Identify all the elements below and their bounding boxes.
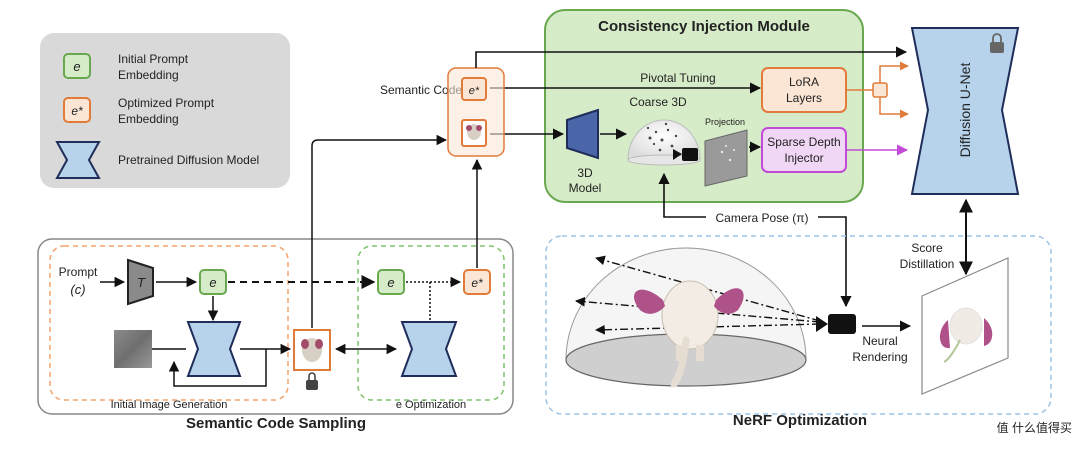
svg-text:Embedding: Embedding — [118, 112, 179, 126]
diffusion-unet: Diffusion U-Net — [910, 27, 1020, 195]
svg-text:Prompt: Prompt — [59, 265, 98, 279]
svg-text:Distillation: Distillation — [900, 257, 955, 271]
svg-text:e: e — [73, 59, 80, 74]
svg-text:Rendering: Rendering — [852, 350, 907, 364]
noise-image — [114, 330, 152, 368]
semantic-code: Semantic Code s e* — [380, 67, 505, 157]
svg-text:Injector: Injector — [784, 151, 823, 165]
legend-pretrained-model: Pretrained Diffusion Model — [55, 141, 259, 179]
svg-text:e*: e* — [471, 276, 483, 290]
sampling-title: Semantic Code Sampling — [186, 415, 366, 432]
optimized-embedding-e-star: e* — [463, 269, 491, 295]
pivotal-tuning-label: Pivotal Tuning — [640, 71, 715, 85]
semantic-code-label: Semantic Code — [380, 83, 462, 97]
svg-text:e: e — [387, 275, 394, 290]
camera-icon — [816, 314, 856, 334]
svg-text:e*: e* — [469, 85, 480, 97]
diffusion-model-generation — [186, 321, 242, 377]
initial-embedding-e: e — [199, 269, 227, 295]
semantic-code-sampling: Prompt (c) T e e e* — [37, 134, 514, 432]
rendered-view — [921, 257, 1009, 395]
svg-text:Pretrained Diffusion Model: Pretrained Diffusion Model — [118, 153, 259, 167]
svg-text:Projection: Projection — [705, 117, 745, 127]
generated-image — [293, 329, 331, 371]
svg-text:Score: Score — [911, 241, 943, 255]
lora-connector — [846, 61, 909, 119]
svg-text:Model: Model — [569, 181, 602, 195]
svg-text:Diffusion U-Net: Diffusion U-Net — [957, 63, 973, 158]
nerf-title: NeRF Optimization — [733, 412, 867, 429]
camera-pose-label: Camera Pose (π) — [716, 211, 809, 225]
optim-embedding-e: e — [377, 269, 405, 295]
legend-initial-embedding: e Initial Prompt Embedding — [63, 52, 189, 82]
consistency-injection-module: Consistency Injection Module Pivotal Tun… — [490, 9, 909, 203]
svg-text:e: e — [209, 275, 216, 290]
svg-text:e*: e* — [71, 104, 83, 118]
consistency-title: Consistency Injection Module — [598, 18, 810, 35]
sparse-depth-injector: Sparse Depth Injector — [761, 127, 847, 173]
diffusion-model-optimization — [400, 321, 458, 377]
text-encoder: T — [127, 258, 154, 306]
svg-text:T: T — [137, 275, 146, 290]
svg-text:e Optimization: e Optimization — [396, 399, 466, 411]
svg-text:Initial Image Generation: Initial Image Generation — [111, 399, 228, 411]
svg-text:(c): (c) — [70, 282, 85, 297]
svg-text:Sparse Depth: Sparse Depth — [767, 135, 840, 149]
svg-text:Neural: Neural — [862, 334, 897, 348]
svg-text:LoRA: LoRA — [789, 75, 819, 89]
svg-text:Embedding: Embedding — [118, 68, 179, 82]
lock-icon — [306, 372, 318, 390]
svg-text:Coarse 3D: Coarse 3D — [629, 95, 687, 109]
3d-model: 3D Model — [566, 108, 602, 195]
elephant-3d-model — [633, 280, 744, 388]
watermark: 值 什么值得买 — [997, 420, 1072, 435]
lock-icon — [990, 33, 1004, 53]
camera-icon — [673, 148, 698, 161]
elephant-thumbnail-icon — [466, 124, 482, 140]
svg-text:Initial Prompt: Initial Prompt — [118, 52, 189, 66]
projection-panel: Projection — [704, 117, 748, 187]
legend-optimized-embedding: e* Optimized Prompt Embedding — [63, 96, 215, 126]
nerf-optimization: Neural Rendering NeRF Optimization — [545, 235, 1052, 429]
legend: e Initial Prompt Embedding e* Optimized … — [40, 33, 290, 188]
lora-layers: LoRA Layers — [761, 67, 847, 113]
svg-text:Layers: Layers — [786, 91, 822, 105]
svg-text:Optimized Prompt: Optimized Prompt — [118, 96, 215, 110]
svg-text:3D: 3D — [577, 166, 593, 180]
